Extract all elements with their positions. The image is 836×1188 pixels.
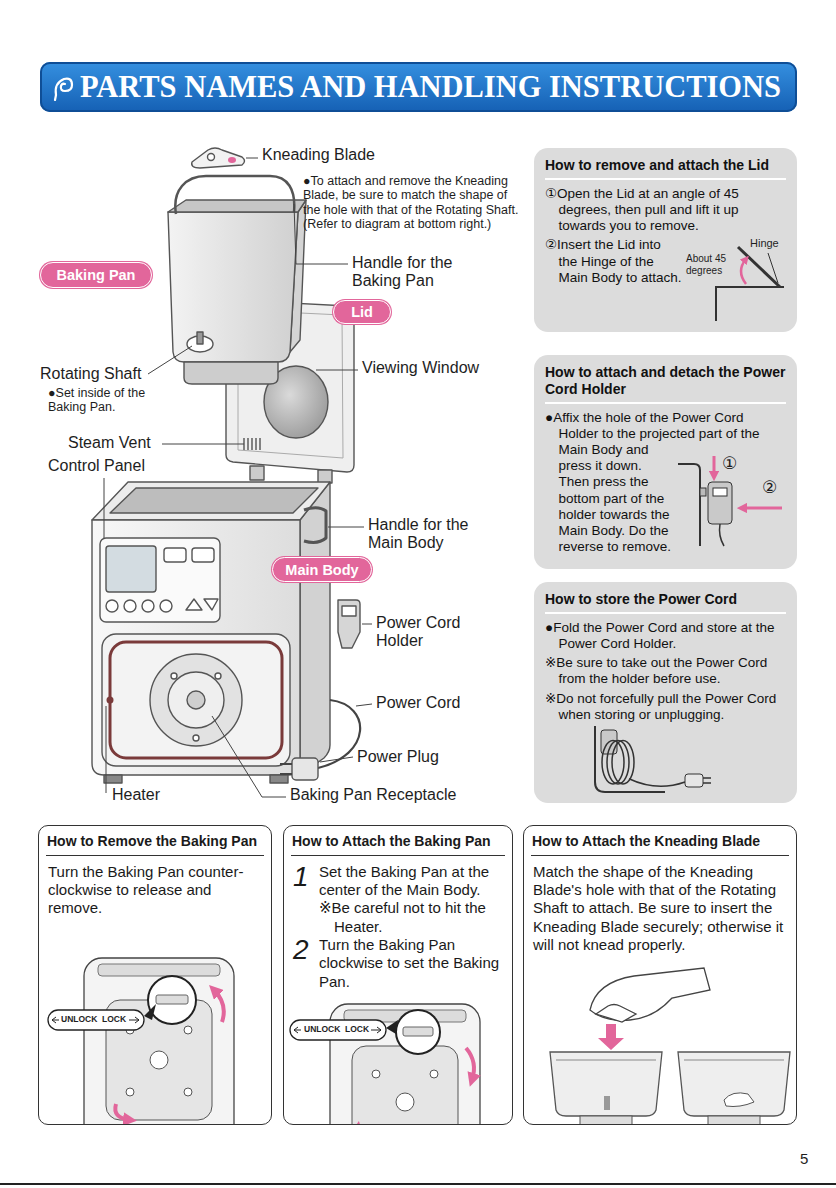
note-text: ※Be careful not to hit the Heater. [319,899,503,936]
instruction-step: ①Open the Lid at an angle of 45 degrees,… [545,186,786,235]
lock-marking: UNLOCK [304,1025,340,1035]
lid-figure [686,239,786,321]
title-icon [52,73,76,101]
instruction-box: How to Remove the Baking PanTurn the Bak… [38,825,272,1125]
diagram-label: Hinge [750,237,779,250]
instruction-text: ●Affix the hole of the Power Cord Holder… [545,410,786,556]
kneading-blade-icon [192,148,245,168]
page-rule [0,1183,836,1185]
remove-pan-illustration [48,958,234,1124]
part-name: Heater [112,786,160,804]
part-name: Power Plug [357,748,439,766]
instruction-text: Turn the Baking Pan counter-clockwise to… [48,863,262,918]
figure-line [738,247,780,287]
panel-heading: How to store the Power Cord [545,591,786,614]
leader-lines [104,158,372,797]
instruction-text: ※Do not forcefully pull the Power Cord w… [545,691,786,723]
part-tag: Main Body [272,557,372,582]
attach-blade-illustration [550,968,790,1124]
part-name: Kneading Blade [262,146,375,164]
page-title: PARTS NAMES AND HANDLING INSTRUCTIONS [80,69,781,105]
instruction-text: ※Be sure to take out the Power Cord from… [545,655,786,687]
instruction-box: How to Attach the Baking Pan 1Set the Bak… [283,825,513,1125]
step-number: 2 [293,936,313,964]
part-name: Baking Pan Receptacle [290,786,456,804]
panel-heading: How to attach and detach the Power Cord … [545,364,786,404]
instruction-step: ②Insert the Lid into the Hinge of the Ma… [545,237,786,286]
attach-pan-illustration [290,1004,480,1124]
figure-line [768,253,778,283]
instruction-box: How to Attach the Kneading BladeMatch th… [523,825,797,1125]
part-name: Power Cord Holder [376,614,476,651]
callout-number: ① [722,454,737,474]
part-name: Rotating Shaft [40,365,141,383]
callout-number: ② [762,478,777,498]
instruction-panel: How to attach and detach the Power Cord … [534,355,797,569]
step-text: Turn the Baking Pan clockwise to set the… [319,936,503,991]
diagram-label: About 45 degrees [686,253,732,276]
title-band: PARTS NAMES AND HANDLING INSTRUCTIONS [40,62,797,112]
part-tag-text: Baking Pan [57,267,136,283]
part-tag: Lid [333,300,391,324]
instruction-text: ●Fold the Power Cord and store at the Po… [545,620,786,652]
part-tag-text: Main Body [285,562,358,578]
part-tag: Baking Pan [40,262,152,288]
step-number: 1 [293,863,313,891]
lock-marking: LOCK [345,1025,369,1035]
part-name: Power Cord [376,694,460,712]
box-heading: How to Attach the Kneading Blade [531,826,789,856]
part-note: ●To attach and remove the Kneading Blade… [303,174,523,232]
lock-marking: UNLOCK [61,1015,97,1025]
part-tag-text: Lid [351,304,373,320]
part-name: Steam Vent [68,434,151,452]
part-note: ●Set inside of the Baking Pan. [48,386,176,415]
instruction-text: Match the shape of the Kneading Blade's … [533,863,787,954]
part-name: Viewing Window [362,359,479,377]
part-name: Control Panel [48,457,145,475]
panel-heading: How to remove and attach the Lid [545,157,786,180]
box-heading: How to Attach the Baking Pan [291,826,505,856]
lock-marking: LOCK [102,1015,126,1025]
store-figure [545,726,786,792]
baking-pan-drawing [168,176,306,384]
part-name: Handle for the Baking Pan [352,254,474,291]
figure-line [713,456,716,476]
page-number: 5 [800,1150,808,1167]
part-name: Handle for the Main Body [368,516,490,553]
figure-line [742,506,782,509]
box-heading: How to Remove the Baking Pan [46,826,264,856]
step-text: Set the Baking Pan at the center of the … [319,863,503,900]
instruction-panel: How to store the Power Cord ●Fold the Pow… [534,582,797,803]
